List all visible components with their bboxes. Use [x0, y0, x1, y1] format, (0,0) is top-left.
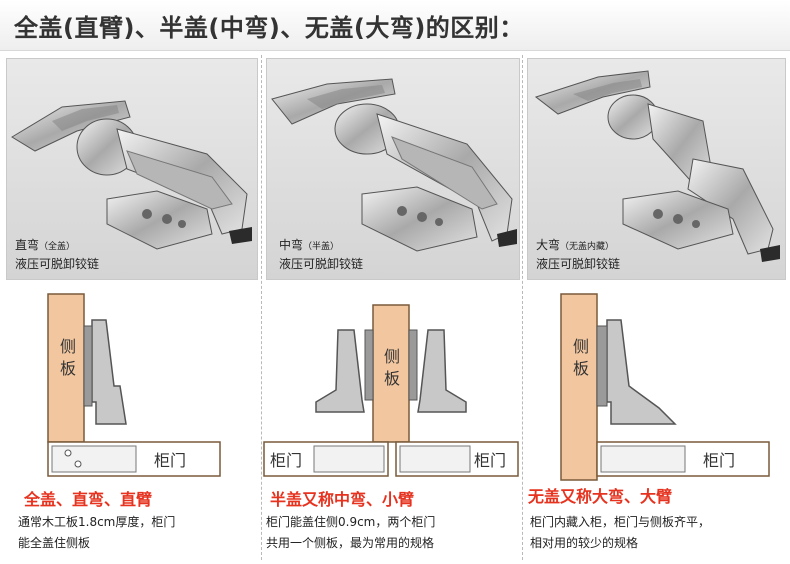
desc-full: 通常木工板1.8cm厚度，柜门 能全盖住侧板 [18, 512, 175, 554]
desc-line: 通常木工板1.8cm厚度，柜门 [18, 515, 176, 529]
screw-hole [74, 460, 82, 468]
type-title-inset: 无盖又称大弯、大臂 [528, 487, 673, 506]
hinge-arm [606, 319, 677, 425]
hinge-arm [91, 319, 127, 425]
side-panel-label-2: 板 [60, 359, 76, 378]
side-panel-label-2: 板 [384, 369, 400, 388]
half-overlay-diagram: 侧 板 柜门 柜门 [263, 304, 519, 477]
side-panel-label-2: 板 [573, 359, 589, 378]
desc-inset: 柜门内藏入柜，柜门与侧板齐平， 相对用的较少的规格 [530, 512, 710, 554]
hinge-plate [408, 329, 418, 401]
side-panel-label-1: 侧 [573, 337, 589, 356]
side-panel-label-1: 侧 [384, 347, 400, 366]
desc-line: 柜门内藏入柜，柜门与侧板齐平， [530, 515, 711, 529]
caption-desc: 液压可脱卸铰链 [536, 257, 621, 271]
side-panel-label-1: 侧 [60, 337, 76, 356]
caption-desc: 液压可脱卸铰链 [15, 257, 100, 271]
column-divider [261, 55, 262, 560]
hinge-photo-medium: 中弯（半盖） 液压可脱卸铰链 [266, 58, 520, 280]
caption-tag: （无盖内藏） [560, 242, 615, 252]
caption-type: 大弯 [536, 238, 561, 252]
page-title: 全盖(直臂)、半盖(中弯)、无盖(大弯)的区别： [14, 14, 524, 42]
desc-line: 柜门能盖住侧0.9cm，两个柜门 [266, 515, 436, 529]
hinge-arm-right [417, 329, 467, 413]
inset-diagram: 侧 板 柜门 [560, 293, 770, 481]
side-panel [560, 293, 598, 481]
type-title-half: 半盖又称中弯、小臂 [270, 490, 415, 509]
hinge-arm-left [315, 329, 365, 413]
hinge-photo-big-image [534, 70, 780, 262]
hinge-photo-straight-image [11, 100, 252, 250]
type-title-full: 全盖、直弯、直臂 [24, 490, 153, 509]
caption-tag: （半盖） [303, 242, 340, 252]
hinge-cup [51, 445, 137, 473]
desc-line: 相对用的较少的规格 [530, 536, 639, 550]
side-panel [47, 293, 85, 443]
desc-line: 共用一个侧板，最为常用的规格 [266, 536, 435, 550]
column-divider [522, 55, 523, 560]
caption-tag: （全盖） [39, 242, 76, 252]
hinge-cup [313, 445, 385, 473]
door-label: 柜门 [703, 451, 735, 470]
hinge-photo-medium-image [271, 78, 517, 252]
door-label: 柜门 [154, 451, 186, 470]
caption-type: 中弯 [279, 238, 304, 252]
hinge-plate [364, 329, 374, 401]
desc-line: 能全盖住侧板 [18, 536, 91, 550]
full-overlay-diagram: 侧 板 柜门 [47, 293, 221, 477]
door-label-right: 柜门 [474, 451, 506, 470]
desc-half: 柜门能盖住侧0.9cm，两个柜门 共用一个侧板，最为常用的规格 [266, 512, 435, 554]
hinge-plate [83, 325, 93, 407]
screw-hole [64, 449, 72, 457]
caption-type: 直弯 [15, 238, 40, 252]
hinge-photo-caption: 直弯（全盖） 液压可脱卸铰链 [15, 237, 99, 273]
hinge-photo-caption: 大弯（无盖内藏） 液压可脱卸铰链 [536, 237, 620, 273]
hinge-photo-big: 大弯（无盖内藏） 液压可脱卸铰链 [527, 58, 786, 280]
hinge-photo-straight: 直弯（全盖） 液压可脱卸铰链 [6, 58, 258, 280]
caption-desc: 液压可脱卸铰链 [279, 257, 364, 271]
hinge-plate [596, 325, 608, 407]
hinge-photo-caption: 中弯（半盖） 液压可脱卸铰链 [279, 237, 363, 273]
hinge-cup [399, 445, 471, 473]
door-label-left: 柜门 [270, 451, 302, 470]
title-bar: 全盖(直臂)、半盖(中弯)、无盖(大弯)的区别： [0, 0, 790, 51]
hinge-cup [600, 445, 686, 473]
